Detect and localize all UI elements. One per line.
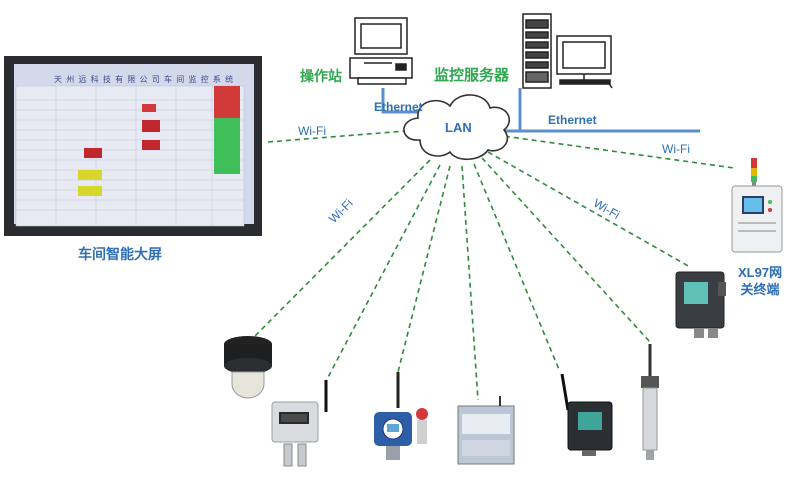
monitor-server-label: 监控服务器 bbox=[434, 67, 510, 84]
link-controller bbox=[461, 165, 479, 401]
screen-title: 天 州 远 科 技 有 限 公 司 车 间 监 控 系 统 bbox=[54, 75, 235, 84]
screen-table bbox=[15, 85, 245, 227]
monitor-server bbox=[522, 13, 613, 89]
link-box-sensor bbox=[473, 163, 561, 373]
xl97-gateway-cabinet bbox=[731, 185, 783, 253]
controller-box bbox=[457, 396, 515, 465]
gas-detector bbox=[374, 372, 428, 460]
link-wall-sensor bbox=[487, 151, 691, 268]
link-temp-sensor bbox=[325, 164, 441, 382]
ethernet-right-label: Ethernet bbox=[548, 113, 597, 127]
wifi-links bbox=[253, 129, 735, 401]
round-sensor bbox=[224, 336, 272, 399]
lan-label: LAN bbox=[445, 120, 472, 135]
workstation-label: 操作站 bbox=[300, 68, 342, 84]
ethernet-server-line bbox=[518, 88, 700, 133]
link-big-screen bbox=[267, 129, 419, 143]
lan-cloud bbox=[403, 94, 510, 161]
gateway-label-line2: 关终端 bbox=[740, 282, 780, 297]
wifi-left-label: Wi-Fi bbox=[298, 124, 326, 138]
ethernet-left-label: Ethernet bbox=[374, 100, 423, 114]
wall-mount-sensor bbox=[675, 271, 726, 338]
link-gas-detector bbox=[397, 165, 451, 373]
wifi-right-label: Wi-Fi bbox=[662, 142, 690, 156]
gateway-label: XL97网 关终端 bbox=[738, 264, 782, 298]
link-probe-sensor bbox=[481, 157, 651, 343]
temperature-humidity-sensor bbox=[271, 380, 328, 467]
gateway-label-line1: XL97网 bbox=[738, 265, 783, 280]
big-screen-label: 车间智能大屏 bbox=[78, 246, 162, 262]
link-gateway bbox=[495, 134, 735, 169]
probe-sensor bbox=[641, 344, 659, 460]
workstation-computer bbox=[349, 17, 413, 85]
link-sound-sensor bbox=[253, 159, 431, 338]
box-sensor bbox=[560, 373, 613, 456]
ethernet-workstation-line bbox=[381, 88, 422, 114]
alarm-light-tower bbox=[751, 158, 757, 190]
